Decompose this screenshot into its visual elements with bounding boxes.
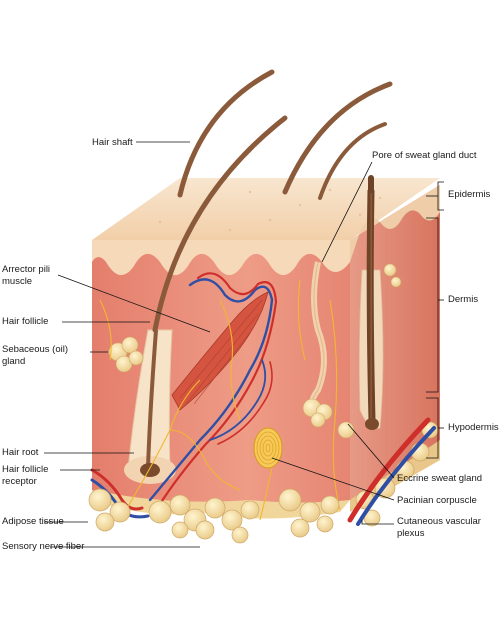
pacinian-corpuscle (253, 427, 283, 469)
label-sensory-nerve-fiber: Sensory nerve fiber (2, 541, 85, 552)
label-arrector-pili-muscle: Arrector pili muscle (2, 264, 51, 287)
label-hair-root: Hair root (2, 447, 39, 458)
arrector-pili-muscle (171, 291, 269, 411)
hair-follicle (124, 329, 176, 484)
label-epidermis: Epidermis (448, 189, 491, 200)
label-adipose-tissue: Adipose tissue (2, 516, 64, 527)
label-cutaneous-vascular-plexus: Cutaneous vascular plexus (397, 516, 481, 539)
label-eccrine-sweat-gland: Eccrine sweat gland (397, 473, 483, 484)
nerve-fibers (99, 279, 341, 521)
hair-root (140, 463, 160, 477)
label-pore-of-sweat-gland-duct: Pore of sweat gland duct (372, 150, 477, 161)
label-hair-follicle: Hair follicle (2, 316, 49, 327)
leader-lines (44, 141, 444, 548)
eccrine-sweat-gland (302, 261, 355, 439)
hair-shafts (152, 69, 393, 333)
label-hypodermis: Hypodermis (448, 422, 499, 433)
sebaceous-gland (108, 336, 144, 373)
label-hair-follicle-receptor: Hair follicle receptor (2, 464, 49, 487)
label-hair-shaft: Hair shaft (92, 137, 133, 148)
side-hair-follicle (358, 189, 402, 430)
adipose-tissue (88, 421, 439, 544)
label-pacinian-corpuscle: Pacinian corpuscle (397, 495, 477, 506)
label-dermis: Dermis (448, 294, 479, 305)
label-sebaceous-gland: Sebaceous (oil) gland (2, 344, 69, 367)
